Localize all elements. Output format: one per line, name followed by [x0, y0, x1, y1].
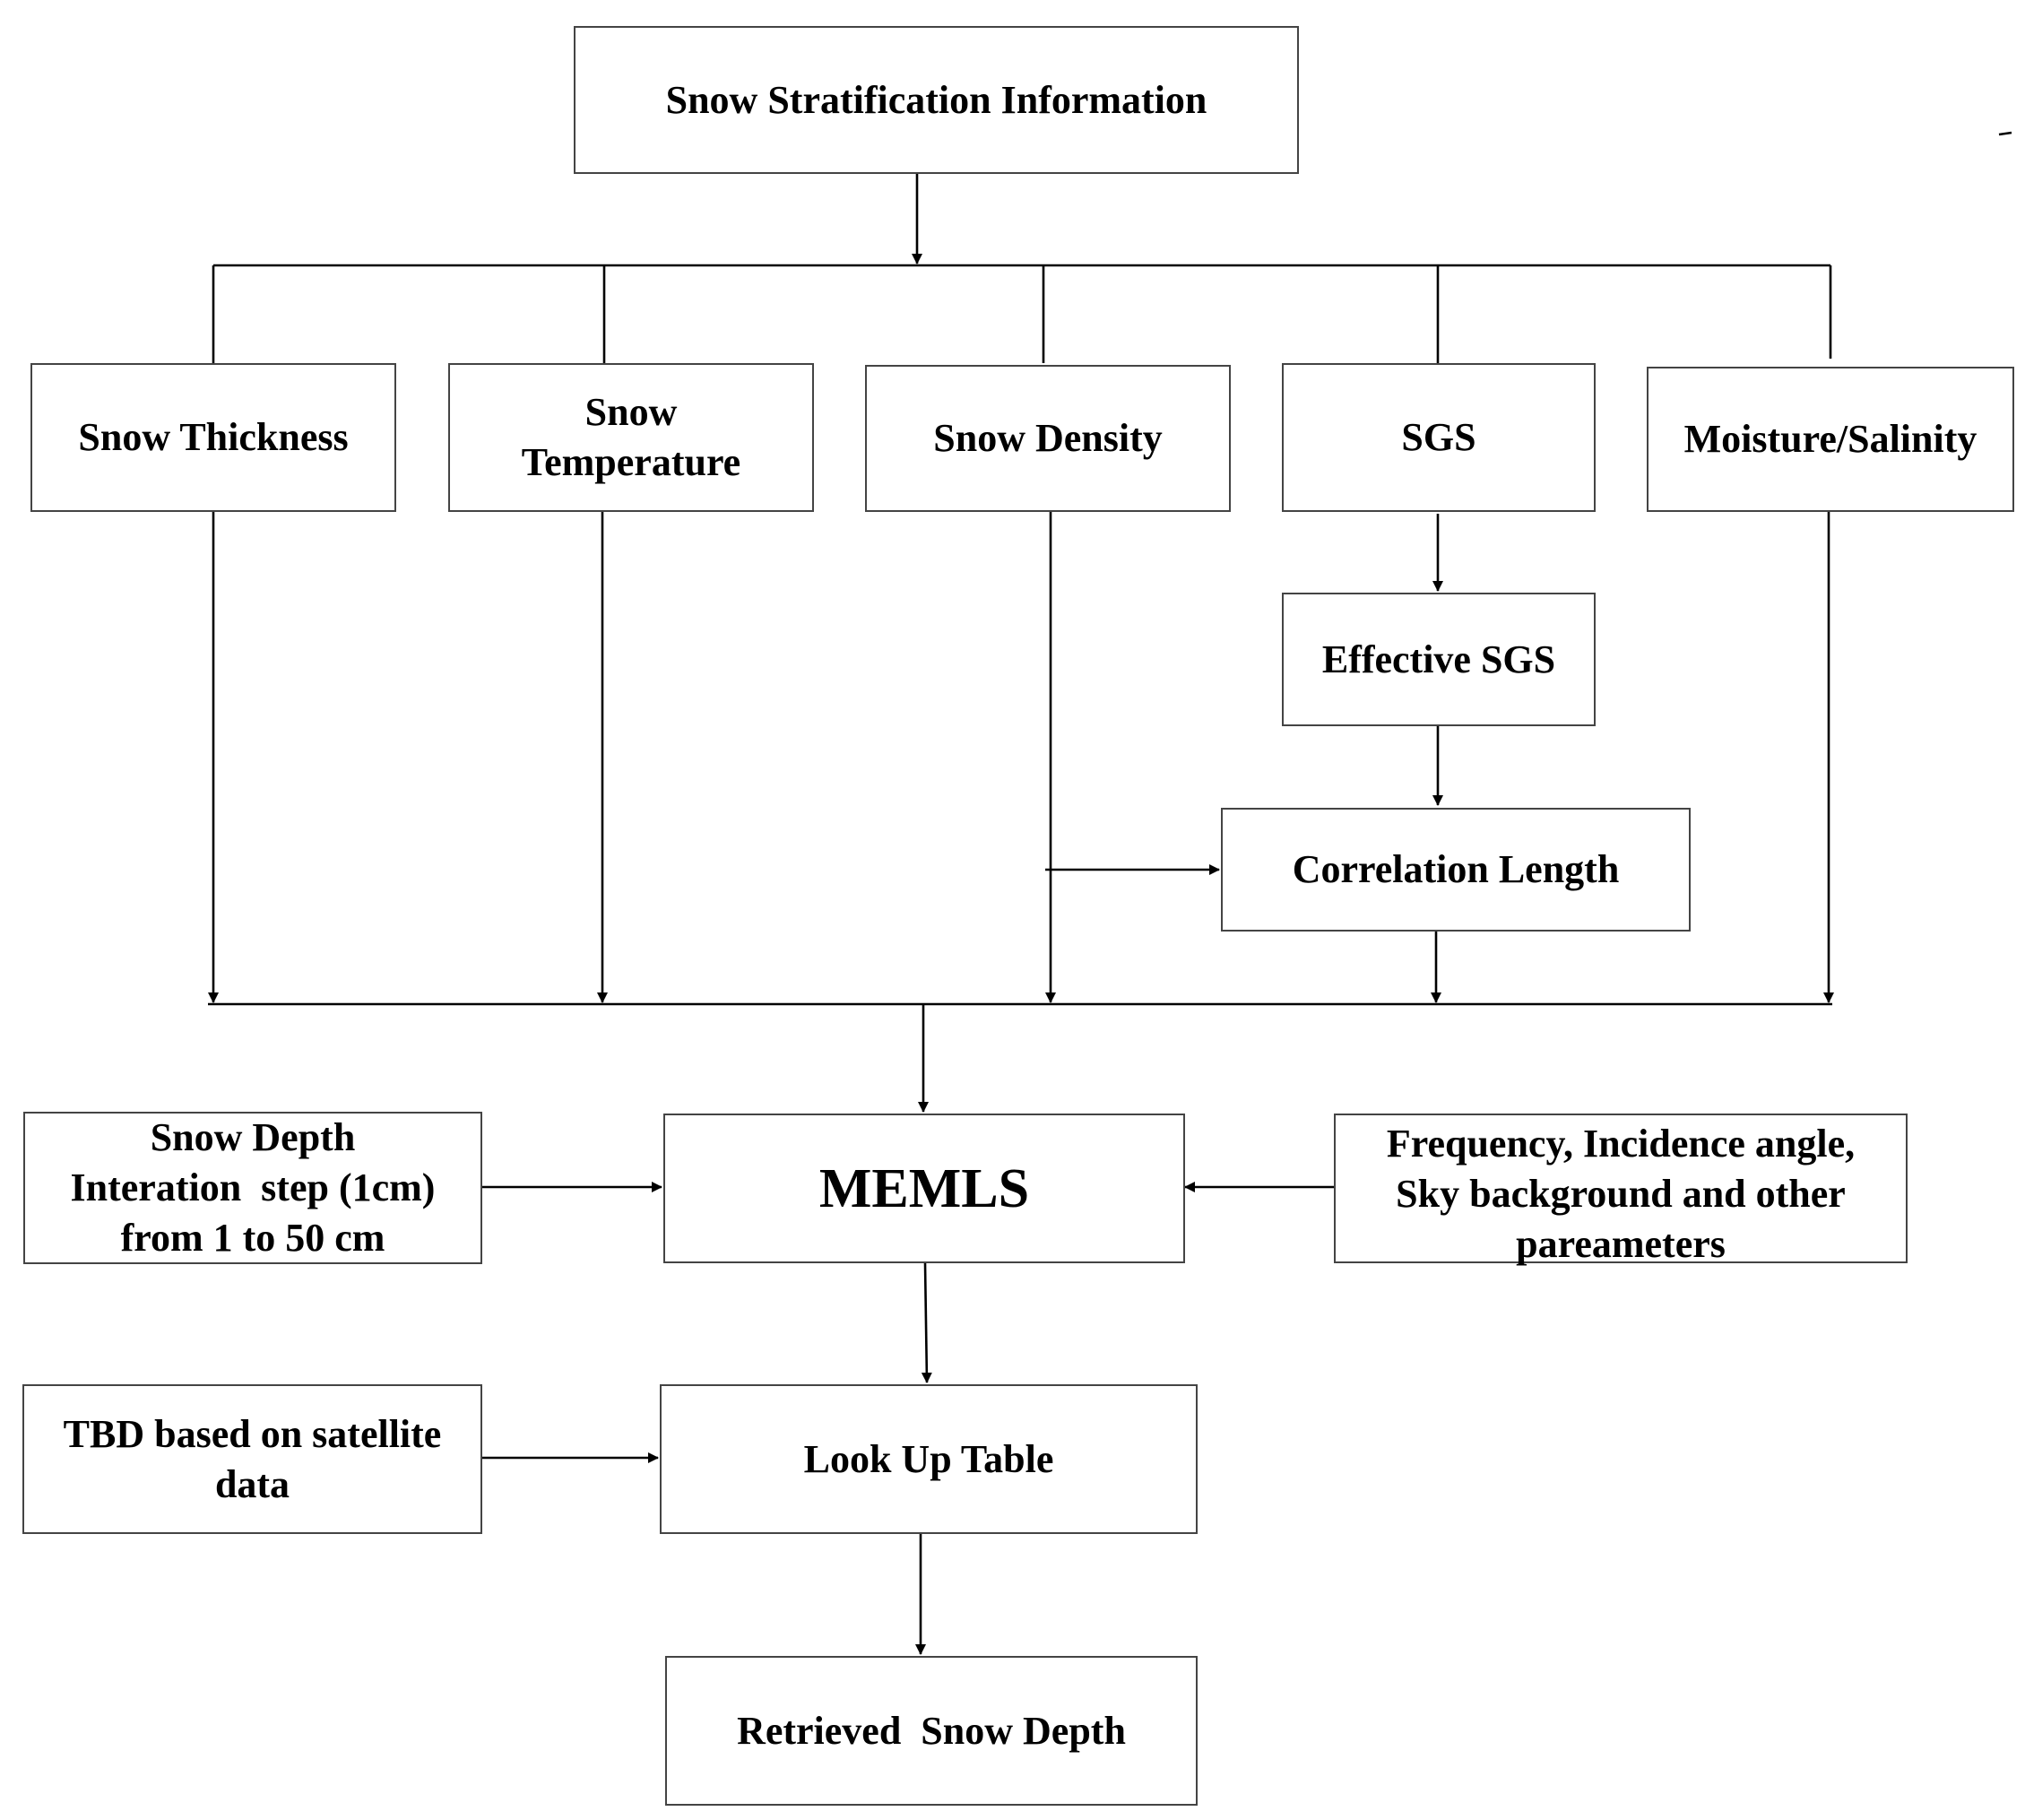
- snow-depth-input-line3: from 1 to 50 cm: [120, 1216, 385, 1260]
- frequency-input-box: Frequency, Incidence angle, Sky backgrou…: [1334, 1114, 1908, 1266]
- sgs-box: SGS: [1282, 363, 1596, 512]
- snow-thickness-box: Snow Thickness: [30, 363, 396, 512]
- snow-temperature-label-line1: Snow: [584, 390, 678, 434]
- snow-depth-input-box: Snow Depth Interation step (1cm) from 1 …: [23, 1112, 482, 1264]
- snow-temperature-box: Snow Temperature: [448, 363, 814, 512]
- effective-sgs-label: Effective SGS: [1321, 637, 1556, 681]
- memls-label: MEMLS: [818, 1157, 1030, 1219]
- moisture-salinity-label: Moisture/Salinity: [1683, 417, 1977, 461]
- retrieved-snow-depth-box: Retrieved Snow Depth: [665, 1656, 1198, 1806]
- snow-thickness-label: Snow Thickness: [78, 415, 349, 459]
- correlation-length-label: Correlation Length: [1292, 847, 1620, 891]
- snow-depth-input-line1: Snow Depth: [150, 1115, 356, 1159]
- retrieved-snow-depth-label: Retrieved Snow Depth: [737, 1708, 1126, 1753]
- snow-density-label: Snow Density: [933, 416, 1163, 460]
- tbd-input-line2: data: [214, 1461, 290, 1506]
- correlation-length-box: Correlation Length: [1221, 808, 1691, 932]
- stray-mark: [1998, 131, 2012, 136]
- snow-stratification-box: Snow Stratification Information: [574, 26, 1299, 174]
- moisture-salinity-box: Moisture/Salinity: [1647, 367, 2014, 512]
- look-up-table-label: Look Up Table: [803, 1436, 1054, 1481]
- memls-box: MEMLS: [663, 1114, 1185, 1263]
- arrow-memls-to-lookup: [921, 1262, 932, 1383]
- frequency-input-line2: Sky background and other: [1396, 1172, 1846, 1216]
- sgs-label: SGS: [1401, 415, 1476, 459]
- frequency-input-line1: Frequency, Incidence angle,: [1386, 1122, 1856, 1166]
- snow-temperature-label-line2: Temperature: [521, 440, 741, 484]
- effective-sgs-box: Effective SGS: [1282, 593, 1596, 726]
- snow-stratification-label: Snow Stratification Information: [665, 77, 1207, 122]
- snow-density-box: Snow Density: [865, 365, 1231, 512]
- snow-depth-input-line2: Interation step (1cm): [70, 1166, 436, 1209]
- tbd-input-box: TBD based on satellite data: [22, 1384, 482, 1534]
- look-up-table-box: Look Up Table: [660, 1384, 1198, 1534]
- frequency-input-line3: pareameters: [1516, 1222, 1726, 1266]
- tbd-input-line1: TBD based on satellite: [63, 1411, 442, 1456]
